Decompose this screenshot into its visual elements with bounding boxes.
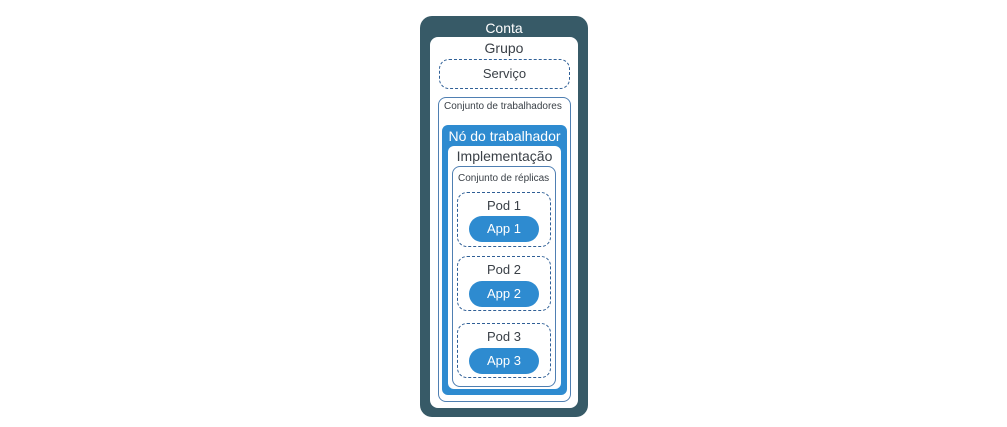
app-pill: App 3 — [469, 348, 539, 374]
app-pill: App 1 — [469, 216, 539, 242]
pod-label: Pod 3 — [487, 329, 521, 344]
pod-label: Pod 1 — [487, 198, 521, 213]
service-label: Serviço — [482, 66, 527, 81]
account-label: Conta — [485, 20, 523, 36]
replica-set-label: Conjunto de réplicas — [458, 173, 550, 184]
service-box — [439, 59, 570, 89]
deployment-label: Implementação — [456, 148, 553, 164]
worker-pool-label: Conjunto de trabalhadores — [444, 101, 562, 112]
app-pill: App 2 — [469, 281, 539, 307]
worker-node-label: Nó do trabalhador — [448, 128, 561, 144]
pod-label: Pod 2 — [487, 262, 521, 277]
group-label: Grupo — [484, 40, 524, 56]
